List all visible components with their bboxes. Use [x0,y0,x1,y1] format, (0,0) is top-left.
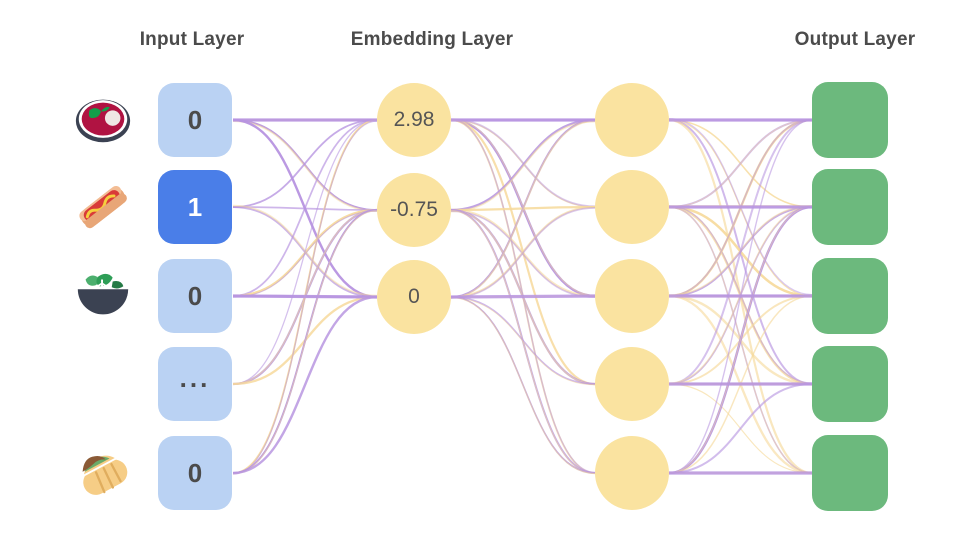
edge [232,210,378,475]
edge [450,118,596,208]
edge [232,119,378,297]
input-node-1[interactable]: 1 [158,170,232,244]
hidden-node-0[interactable] [595,83,669,157]
output-node-1[interactable] [812,169,888,245]
edge [450,120,596,213]
edge [450,296,596,475]
embedding-node-0[interactable]: 2.98 [377,83,451,157]
edge-aligned [450,294,596,299]
output-node-3[interactable] [812,346,888,422]
input-node-3[interactable]: ... [158,347,232,421]
heading-input-layer: Input Layer [139,29,245,50]
embedding-node-value: 0 [408,285,420,308]
embedding-node-value: -0.75 [390,198,438,221]
hidden-node-4[interactable] [595,436,669,510]
heading-embedding-layer: Embedding Layer [350,29,514,50]
edge [232,119,378,208]
embedding-node-value: 2.98 [393,108,435,131]
input-node-value: 0 [187,104,203,135]
hidden-node-2[interactable] [595,259,669,333]
edge [450,119,596,299]
edge [232,120,378,213]
edge [450,296,596,385]
steak-icon [72,89,134,151]
hotdog-icon [72,176,134,238]
edge [232,119,378,385]
edge [668,382,813,475]
burrito-icon [72,442,134,504]
edge [668,206,813,474]
embedding-node-1[interactable]: -0.75 [377,173,451,247]
output-node-0[interactable] [812,82,888,158]
edge [450,118,596,212]
input-node-value: ... [179,363,211,393]
output-node-4[interactable] [812,435,888,511]
input-node-2[interactable]: 0 [158,259,232,333]
edge [450,297,596,386]
heading-output-layer: Output Layer [794,29,916,50]
edge [450,210,596,475]
edge-aligned [232,294,378,299]
edge [232,295,378,475]
salad-icon [72,264,134,326]
output-node-2[interactable] [812,258,888,334]
edge [668,118,813,386]
input-node-value: 0 [187,457,203,488]
edge [450,207,596,299]
hidden-node-3[interactable] [595,347,669,421]
input-node-value: 0 [187,280,203,311]
hidden-node-1[interactable] [595,170,669,244]
input-node-4[interactable]: 0 [158,436,232,510]
input-node-0[interactable]: 0 [158,83,232,157]
embedding-node-2[interactable]: 0 [377,260,451,334]
input-node-value: 1 [187,191,203,222]
edge [668,119,813,208]
